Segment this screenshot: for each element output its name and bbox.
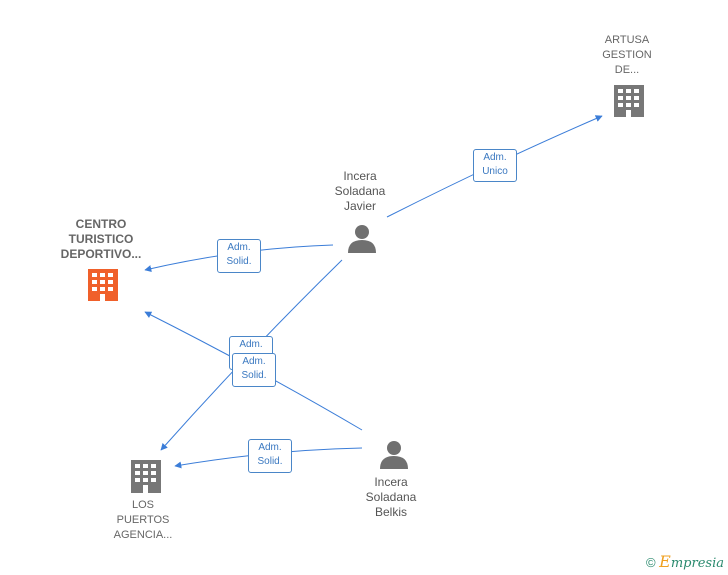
building-icon[interactable] [131,460,161,493]
brand-name: mpresia [670,556,724,571]
person-icon[interactable] [380,441,408,469]
node-label-centro[interactable]: CENTRO TURISTICO DEPORTIVO... [60,217,142,261]
building-icon-highlighted[interactable] [88,269,118,301]
edge-label-adm-unico: Adm. Unico [473,149,517,182]
node-label-artusa[interactable]: ARTUSA GESTION DE... [602,34,652,76]
node-label-los-puertos[interactable]: LOS PUERTOS AGENCIA... [113,499,173,541]
node-label-belkis[interactable]: Incera Soladana Belkis [365,475,417,519]
node-label-javier[interactable]: Incera Soladana Javier [334,169,386,213]
empresia-watermark: © Empresia [646,552,724,571]
person-icon[interactable] [348,225,376,253]
copyright-symbol: © [645,555,656,570]
edge-label-adm-solid: Adm. Solid. [248,439,292,473]
brand-initial: E [659,552,671,571]
edge-label-adm-solid: Adm. Solid. [232,353,276,387]
edge-label-adm-solid: Adm. Solid. [217,239,261,273]
building-icon[interactable] [614,85,644,117]
